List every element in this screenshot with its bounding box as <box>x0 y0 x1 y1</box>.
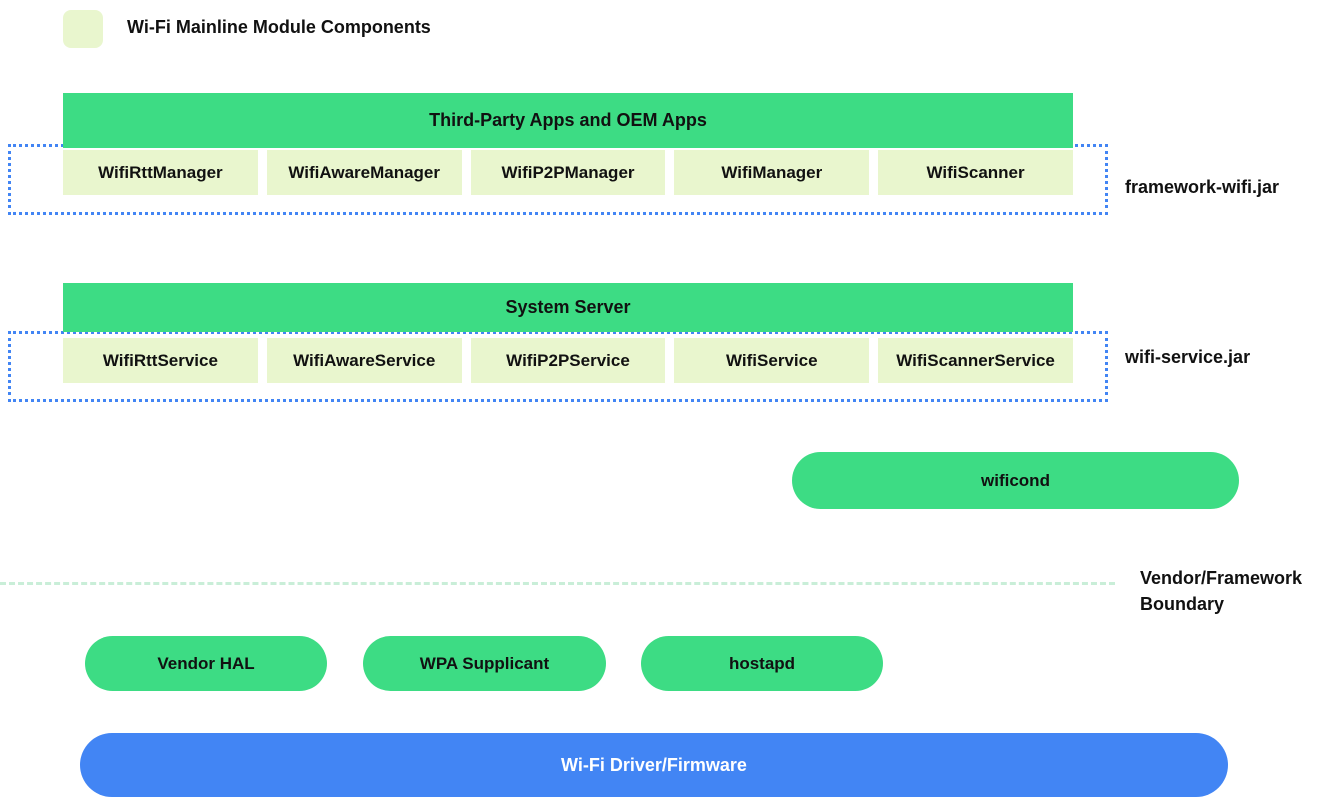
legend-swatch <box>63 10 103 48</box>
framework-manager-row: WifiRttManager WifiAwareManager WifiP2PM… <box>63 150 1073 195</box>
legend-label: Wi-Fi Mainline Module Components <box>127 17 431 37</box>
framework-wifi-jar-label: framework-wifi.jar <box>1125 177 1280 197</box>
boundary-label-line2: Boundary <box>1140 594 1225 614</box>
wifi-driver-firmware-pill: Wi-Fi Driver/Firmware <box>80 733 1228 797</box>
system-server-header: System Server <box>63 283 1073 332</box>
module-box-wifiawaremanager: WifiAwareManager <box>266 150 462 195</box>
module-box-wifiscanner: WifiScanner <box>878 150 1073 195</box>
vendor-hal-pill: Vendor HAL <box>85 636 327 691</box>
module-box-wifiscannerservice: WifiScannerService <box>878 338 1073 383</box>
module-box-wifiservice: WifiService <box>674 338 870 383</box>
module-box-wifirttservice: WifiRttService <box>63 338 258 383</box>
service-row: WifiRttService WifiAwareService WifiP2PS… <box>63 338 1073 383</box>
module-box-wifirttmanager: WifiRttManager <box>63 150 258 195</box>
wificond-pill: wificond <box>792 452 1239 509</box>
vendor-framework-boundary-label: Vendor/Framework Boundary <box>1140 565 1333 617</box>
boundary-label-line1: Vendor/Framework <box>1140 568 1303 588</box>
hostapd-pill: hostapd <box>641 636 883 691</box>
third-party-apps-header: Third-Party Apps and OEM Apps <box>63 93 1073 148</box>
wifi-service-jar-boundary <box>8 331 1108 402</box>
wifi-service-jar-label: wifi-service.jar <box>1125 347 1251 367</box>
wpa-supplicant-pill: WPA Supplicant <box>363 636 606 691</box>
module-box-wifip2pservice: WifiP2PService <box>470 338 666 383</box>
module-box-wifimanager: WifiManager <box>674 150 870 195</box>
module-box-wifip2pmanager: WifiP2PManager <box>470 150 666 195</box>
module-box-wifiawareservice: WifiAwareService <box>266 338 462 383</box>
vendor-framework-boundary-line <box>0 582 1115 585</box>
